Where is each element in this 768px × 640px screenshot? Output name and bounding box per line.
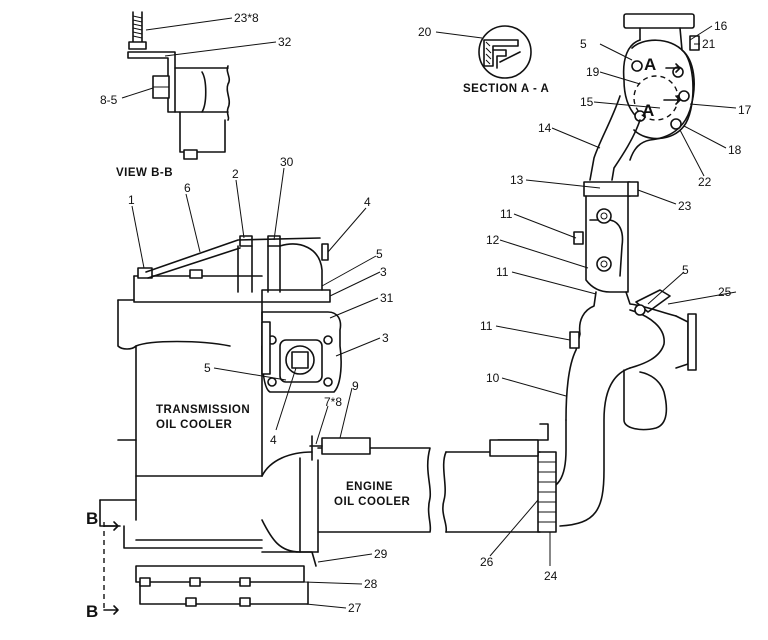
callout-label: 6	[184, 181, 191, 195]
svg-text:SECTION A - A: SECTION A - A	[463, 83, 549, 95]
callout-label: 11	[500, 207, 513, 221]
callout-label: 11	[480, 319, 493, 333]
callout-label: 22	[698, 175, 712, 189]
callout-label: 5	[682, 263, 689, 277]
callout-label: 24	[544, 569, 558, 583]
view-mark-lower: B	[86, 602, 98, 621]
callout-label: 14	[538, 121, 552, 135]
callout-label: 13	[510, 173, 524, 187]
upper-elbow-assembly	[589, 13, 700, 181]
callout-label: 17	[738, 103, 752, 117]
view-bb-arrows	[103, 521, 119, 615]
callout-label: 12	[486, 233, 500, 247]
svg-text:TRANSMISSION: TRANSMISSION	[156, 404, 250, 416]
section-mark-lower: A	[642, 101, 654, 120]
callout-label: 32	[278, 35, 292, 49]
callout-label: 25	[718, 285, 732, 299]
callout-label: 11	[496, 265, 509, 279]
callout-label: 19	[586, 65, 600, 79]
svg-text:OIL COOLER: OIL COOLER	[156, 419, 233, 431]
svg-text:VIEW B-B: VIEW B-B	[116, 167, 173, 179]
callout-label: 7*8	[324, 395, 342, 409]
section-mark-upper: A	[644, 55, 656, 74]
callout-label: 28	[364, 577, 378, 591]
callout-label: 3	[382, 331, 389, 345]
callout-label: 10	[486, 371, 500, 385]
callout-label: 8-5	[100, 93, 118, 107]
callout-label: 5	[376, 247, 383, 261]
callout-label: 3	[380, 265, 387, 279]
engine-oil-cooler-body	[309, 435, 541, 533]
callout-label: 31	[380, 291, 394, 305]
callout-numbers: 23*8 32 8-5 20 5 16 21 19 15 17 14 18 22…	[100, 11, 752, 615]
view-bb-detail	[127, 11, 231, 160]
view-mark-upper: B	[86, 509, 98, 528]
view-title: VIEW B-B	[116, 167, 173, 179]
callout-label: 5	[580, 37, 587, 51]
section-aa-detail	[478, 25, 532, 79]
bolt-shape	[128, 11, 147, 50]
callout-label: 1	[128, 193, 135, 207]
svg-text:OIL COOLER: OIL COOLER	[334, 496, 411, 508]
callout-label: 16	[714, 19, 728, 33]
callout-label: 4	[270, 433, 277, 447]
callout-label: 29	[374, 547, 388, 561]
pipe-bracket-assembly	[489, 181, 697, 533]
callout-label: 5	[204, 361, 211, 375]
callout-label: 23	[678, 199, 692, 213]
transmission-oil-cooler-label: TRANSMISSION OIL COOLER	[156, 404, 250, 431]
callout-label: 21	[702, 37, 716, 51]
section-title: SECTION A - A	[463, 83, 549, 95]
callout-label: 15	[580, 95, 594, 109]
callout-label: 26	[480, 555, 494, 569]
transmission-oil-cooler-body	[99, 235, 342, 607]
callout-label: 4	[364, 195, 371, 209]
callout-label: 27	[348, 601, 362, 615]
callout-label: 20	[418, 25, 432, 39]
callout-label: 30	[280, 155, 294, 169]
engine-oil-cooler-label: ENGINE OIL COOLER	[334, 481, 411, 508]
callout-label: 9	[352, 379, 359, 393]
callout-label: 18	[728, 143, 742, 157]
callout-label: 2	[232, 167, 239, 181]
leader-lines	[121, 17, 737, 609]
svg-text:ENGINE: ENGINE	[346, 481, 393, 493]
callout-label: 23*8	[234, 11, 259, 25]
